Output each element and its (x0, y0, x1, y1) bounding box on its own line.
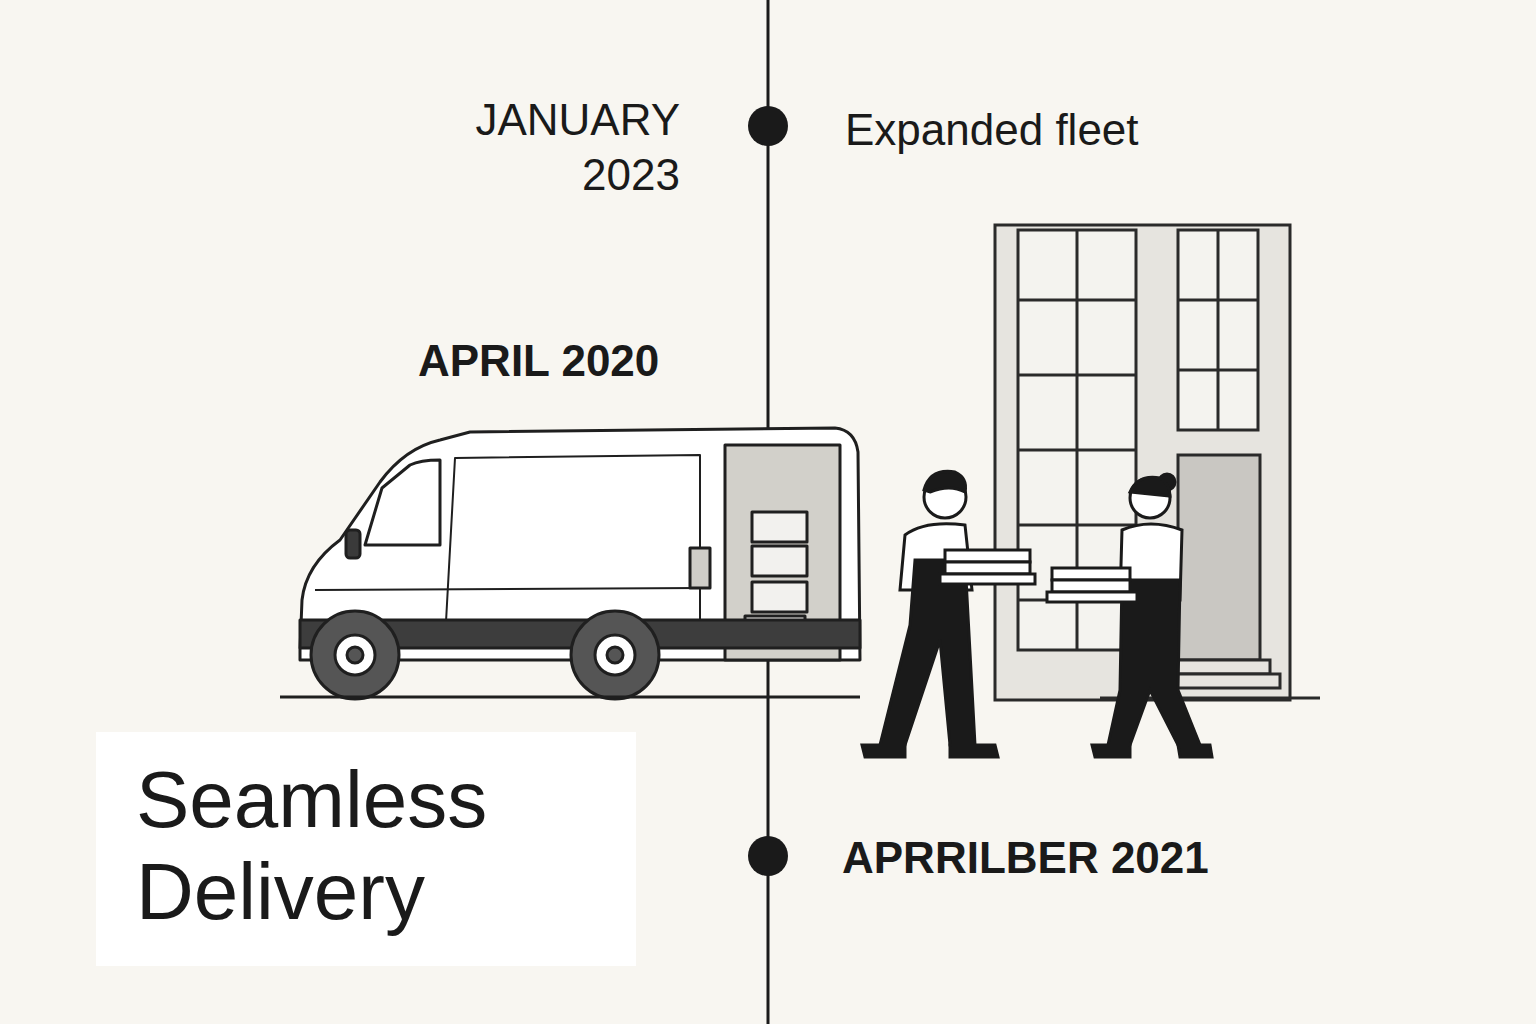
event-text: Expanded fleet (845, 102, 1139, 157)
worker-woman (1047, 474, 1212, 757)
date-label: APRIL 2020 (418, 333, 659, 388)
title: Seamless Delivery (96, 732, 636, 966)
worker-man (862, 471, 1035, 757)
date-label: JANUARY 2023 (380, 92, 680, 202)
delivery-van (280, 428, 860, 699)
timeline-dot (748, 836, 788, 876)
timeline-dot (748, 106, 788, 146)
date-label: APRRILBER 2021 (842, 830, 1209, 885)
